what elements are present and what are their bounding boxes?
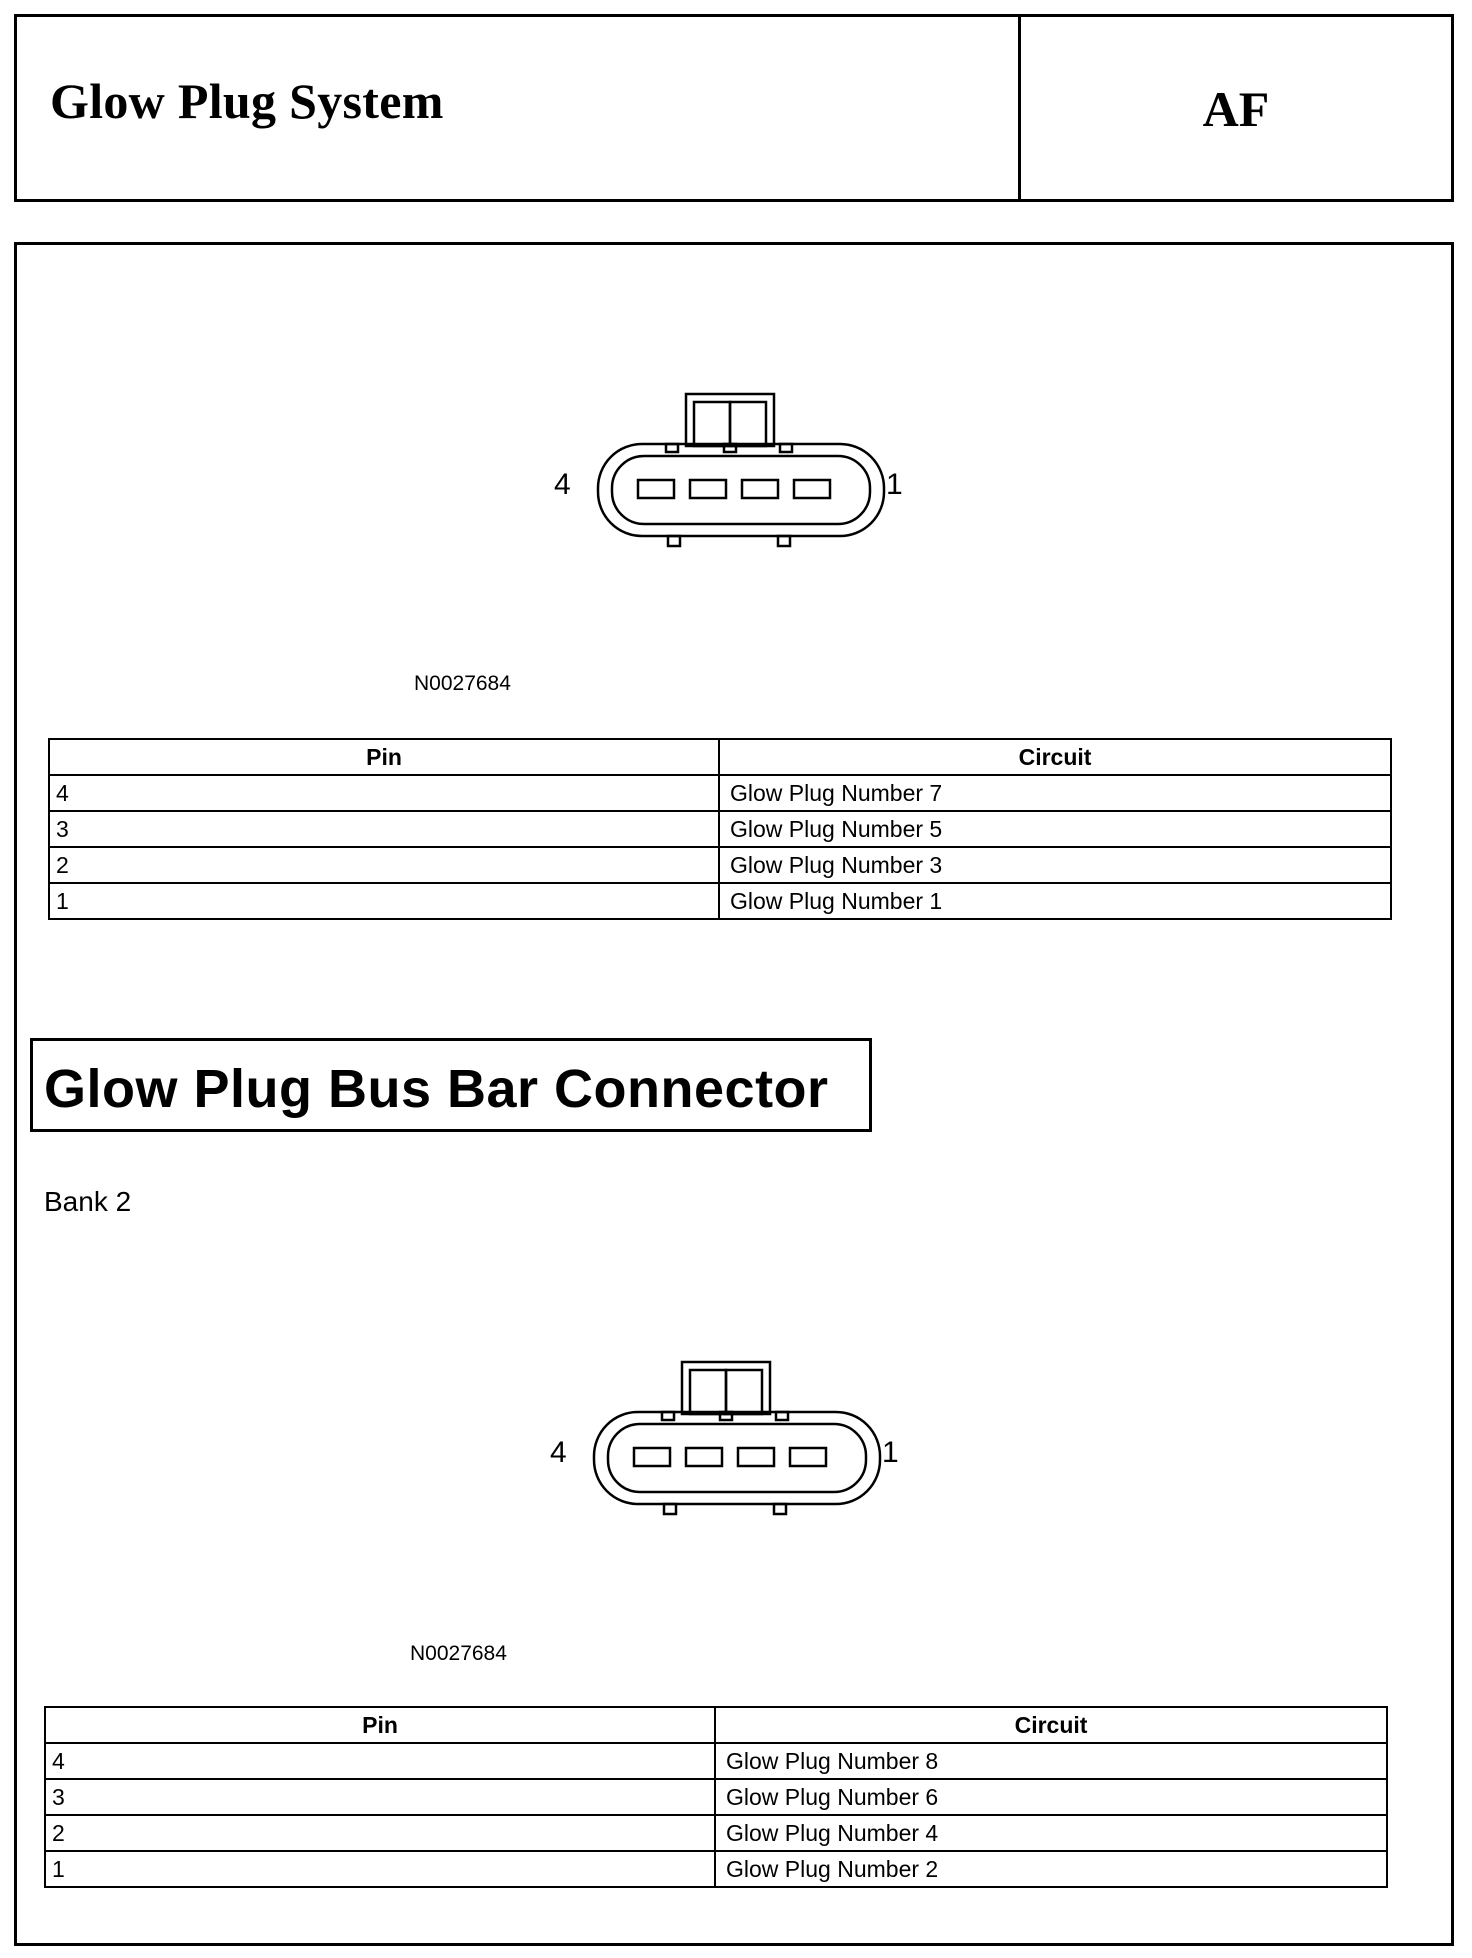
pinout-table: Pin Circuit 4 Glow Plug Number 8 3 Glow … (44, 1706, 1388, 1888)
table-row: 4 Glow Plug Number 8 (44, 1742, 1388, 1780)
header-box (14, 14, 1454, 202)
circuit-column-header: Circuit (718, 738, 1392, 776)
circuit-column-header: Circuit (714, 1706, 1388, 1744)
circuit-cell: Glow Plug Number 1 (718, 882, 1392, 920)
table-row: 2 Glow Plug Number 3 (48, 846, 1392, 884)
table-row: 1 Glow Plug Number 2 (44, 1850, 1388, 1888)
section-heading: Glow Plug Bus Bar Connector (44, 1059, 829, 1119)
connector-diagram (596, 392, 886, 548)
section-code: AF (1202, 81, 1270, 137)
bank-label: Bank 2 (44, 1186, 132, 1217)
pin-cell: 2 (44, 1814, 716, 1852)
pin-1-label: 1 (886, 468, 903, 501)
table-row: 2 Glow Plug Number 4 (44, 1814, 1388, 1852)
pinout-table: Pin Circuit 4 Glow Plug Number 7 3 Glow … (48, 738, 1392, 920)
table-row: 3 Glow Plug Number 5 (48, 810, 1392, 848)
section-heading-box (30, 1038, 872, 1132)
pin-cell: 2 (48, 846, 720, 884)
pin-cell: 4 (48, 774, 720, 812)
pin-cell: 1 (44, 1850, 716, 1888)
circuit-cell: Glow Plug Number 8 (714, 1742, 1388, 1780)
pin-cell: 4 (44, 1742, 716, 1780)
table-row: 4 Glow Plug Number 7 (48, 774, 1392, 812)
table-row: 3 Glow Plug Number 6 (44, 1778, 1388, 1816)
pin-4-label: 4 (554, 468, 571, 501)
circuit-cell: Glow Plug Number 6 (714, 1778, 1388, 1816)
circuit-cell: Glow Plug Number 2 (714, 1850, 1388, 1888)
pin-cell: 3 (48, 810, 720, 848)
page-title: Glow Plug System (50, 73, 444, 129)
circuit-cell: Glow Plug Number 4 (714, 1814, 1388, 1852)
pin-cell: 1 (48, 882, 720, 920)
table-row: 1 Glow Plug Number 1 (48, 882, 1392, 920)
circuit-cell: Glow Plug Number 5 (718, 810, 1392, 848)
circuit-cell: Glow Plug Number 3 (718, 846, 1392, 884)
pin-1-label: 1 (882, 1436, 899, 1469)
pin-column-header: Pin (48, 738, 720, 776)
circuit-cell: Glow Plug Number 7 (718, 774, 1392, 812)
connector-diagram (592, 1360, 882, 1516)
pin-column-header: Pin (44, 1706, 716, 1744)
header-divider (1018, 14, 1021, 202)
pin-cell: 3 (44, 1778, 716, 1816)
figure-id: N0027684 (410, 1642, 507, 1665)
pin-4-label: 4 (550, 1436, 567, 1469)
figure-id: N0027684 (414, 672, 511, 695)
content-frame (14, 242, 1454, 1946)
